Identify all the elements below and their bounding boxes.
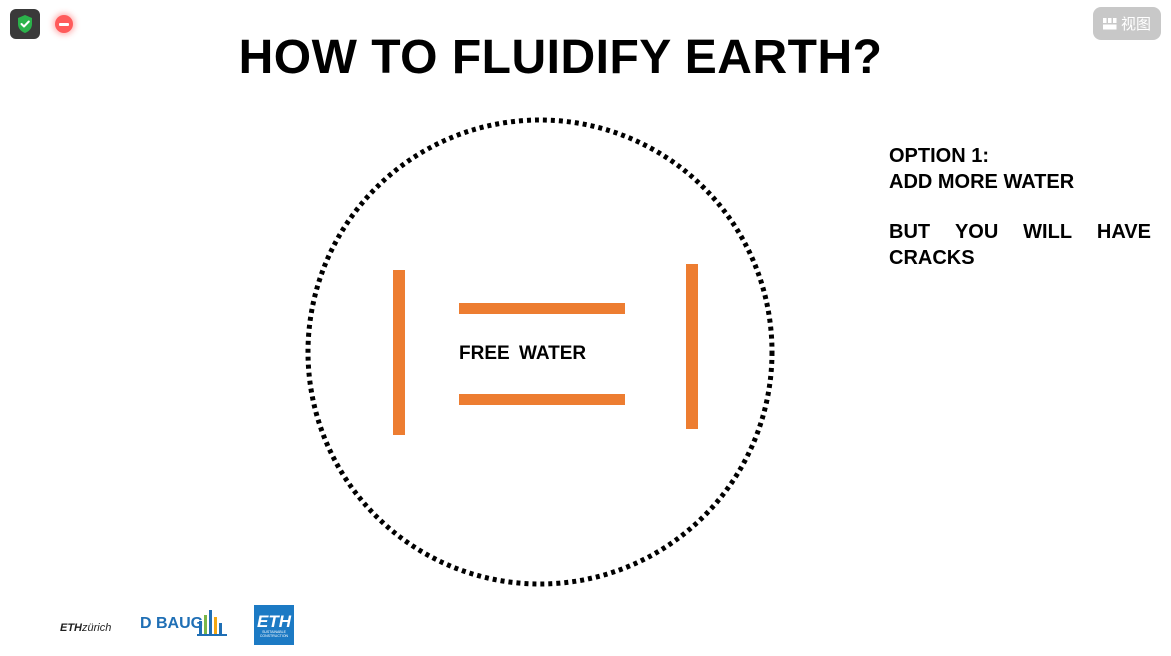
soil-diagram: [305, 117, 775, 587]
note-word: BUT: [889, 221, 931, 243]
slide-title: HOW TO FLUIDIFY EARTH?: [238, 31, 883, 84]
shield-check-icon: [18, 15, 32, 33]
note-word: YOU: [954, 221, 999, 243]
cracks-note: BUT YOU WILL HAVE CRACKS: [889, 219, 1151, 271]
option-text-block: OPTION 1: ADD MORE WATER BUT YOU WILL HA…: [889, 143, 1151, 271]
top-water-bar: [459, 303, 625, 314]
eth-sustainable-construction-logo: ETH SUSTAINABLE CONSTRUCTION: [254, 605, 294, 645]
bottom-water-bar: [459, 394, 625, 405]
grid-icon: [1102, 17, 1117, 29]
dbaug-skyline-icon: [197, 610, 227, 636]
security-status-button[interactable]: [10, 9, 40, 39]
view-button-label: 视图: [1120, 16, 1151, 33]
cracks-note-line1: BUT YOU WILL HAVE: [889, 219, 1151, 245]
eth-zurich-logo: ETHzürich: [60, 622, 111, 634]
eth-zurich-logo-rest: zürich: [82, 622, 112, 634]
eth-box-sub: SUSTAINABLE CONSTRUCTION: [259, 629, 289, 638]
option-heading: OPTION 1:: [889, 145, 990, 167]
option-description: ADD MORE WATER: [889, 171, 1075, 193]
record-indicator-icon[interactable]: [55, 15, 73, 33]
right-particle: [686, 264, 698, 429]
soil-circle: [305, 117, 775, 587]
eth-box-label: ETH: [257, 611, 291, 631]
cracks-note-line2: CRACKS: [889, 247, 975, 269]
note-word: HAVE: [1096, 221, 1151, 243]
record-bar: [59, 22, 69, 26]
left-particle: [393, 270, 405, 435]
view-button[interactable]: 视图: [1093, 7, 1161, 40]
dbaug-logo-text: D BAUG: [140, 615, 204, 632]
eth-zurich-logo-bold: ETH: [60, 622, 82, 634]
note-word: WILL: [1023, 221, 1073, 243]
free-water-label: FREE WATER: [459, 343, 587, 364]
